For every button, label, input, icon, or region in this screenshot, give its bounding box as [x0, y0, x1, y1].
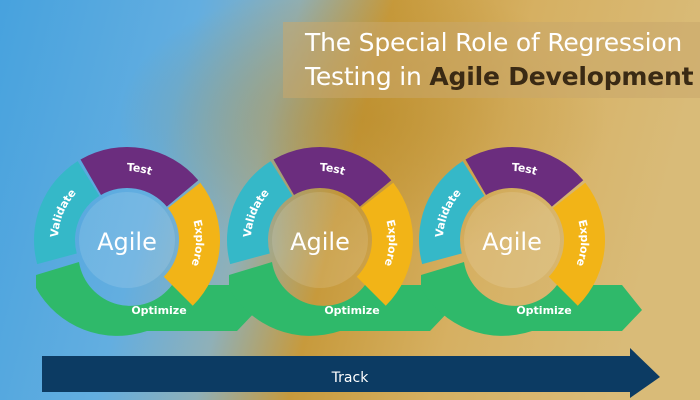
test-label: Test: [512, 161, 539, 178]
validate-segment: [227, 161, 293, 265]
optimize-label: Optimize: [131, 304, 186, 317]
explore-segment: [163, 182, 220, 306]
explore-label: Explore: [382, 218, 400, 268]
agile-center-disc: [79, 192, 175, 288]
test-segment: [465, 147, 584, 207]
track-arrow: Track: [42, 348, 660, 398]
track-label: Track: [331, 370, 370, 386]
title-line-2-emphasis: Agile Development: [429, 62, 694, 91]
test-label: Test: [127, 161, 154, 178]
explore-label: Explore: [189, 218, 207, 268]
explore-segment: [548, 182, 605, 306]
agile-center-label: Agile: [290, 228, 350, 256]
optimize-segment: [229, 262, 450, 336]
title-line-2-lead: Testing in: [305, 62, 422, 91]
track-arrow-shape: [42, 348, 660, 398]
title-line-1: The Special Role of Regression: [305, 28, 683, 57]
optimize-label: Optimize: [516, 304, 571, 317]
test-label: Test: [320, 161, 347, 178]
validate-segment: [34, 161, 100, 265]
title-band: [283, 22, 700, 98]
agile-center-disc: [464, 192, 560, 288]
agile-center-label: Agile: [97, 228, 157, 256]
agile-center-disc: [272, 192, 368, 288]
test-segment: [80, 147, 199, 207]
agile-center-label: Agile: [482, 228, 542, 256]
test-segment: [273, 147, 392, 207]
explore-label: Explore: [574, 218, 592, 268]
explore-segment: [356, 182, 413, 306]
validate-segment: [419, 161, 485, 265]
optimize-segment: [36, 262, 257, 336]
optimize-segment: [421, 262, 642, 336]
optimize-label: Optimize: [324, 304, 379, 317]
cycles-layer: AgileOptimizeTestExploreValidateAgileOpt…: [34, 147, 642, 336]
page-title: The Special Role of Regression Testing i…: [305, 26, 695, 94]
